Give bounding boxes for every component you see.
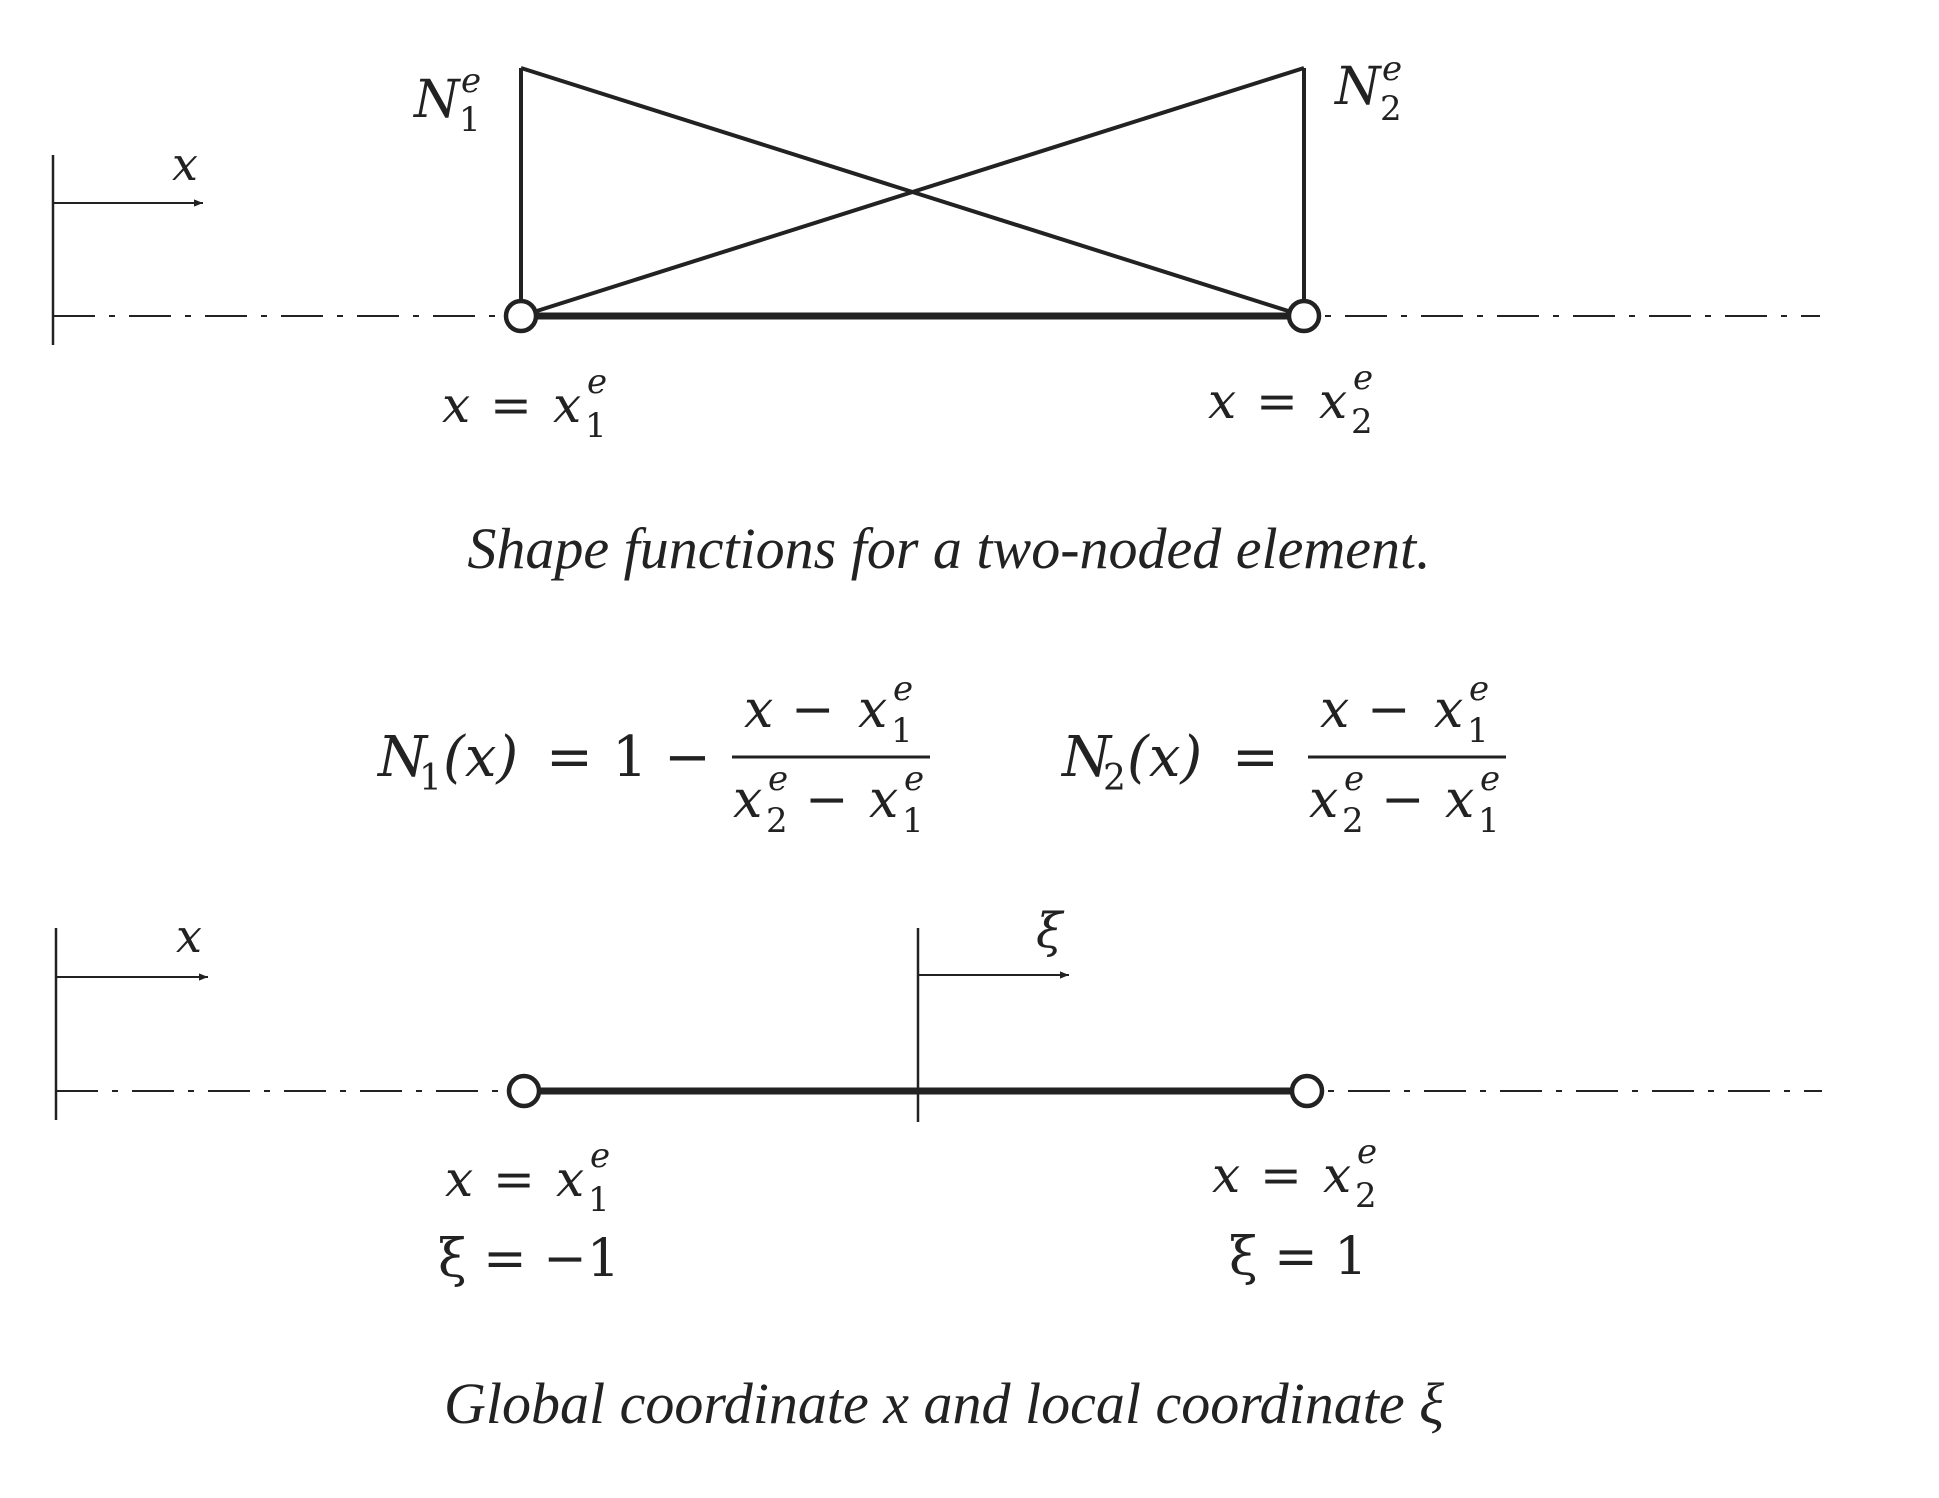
bottom-caption: Global coordinate x and local coordinate… (444, 1371, 1444, 1436)
eq-n2-num-b: x (1434, 680, 1463, 740)
top-node-1-label-sub: 1 (585, 406, 607, 446)
eq-n2-den-op: − (1381, 770, 1425, 830)
shape-fn-2-sup: e (1382, 49, 1402, 89)
eq-n1-num-op: − (791, 680, 835, 740)
top-node-2 (1286, 298, 1322, 334)
top-node-2-label-sub: 2 (1351, 402, 1373, 442)
eq-n2-den-b-sup: e (1480, 759, 1500, 799)
bottom-node-1-label-sub: 1 (588, 1180, 610, 1220)
top-axis-label: x (172, 137, 198, 191)
eq-n1-minus: − (664, 725, 711, 790)
eq-n2-lhs-sub: 2 (1103, 758, 1126, 799)
bottom-node-1-label-eq: = (493, 1150, 535, 1208)
eq-n2-num-b-sub: 1 (1467, 711, 1489, 751)
local-axis-label: ξ (1036, 903, 1065, 959)
eq-n2-num-b-sup: e (1469, 669, 1489, 709)
eq-n1-den-b-sup: e (904, 759, 924, 799)
bottom-node-1-label-base: x (556, 1150, 584, 1208)
eq-n1-lhs-arg: (x) (443, 725, 518, 790)
shape-fn-2-slope (520, 66, 1305, 318)
eq-n2-eq: = (1232, 725, 1279, 790)
eq-n2-lhs-base: N (1060, 725, 1113, 790)
shape-fn-1-sub: 1 (459, 100, 481, 140)
equation-n1: N 1 (x) = 1 − x − x e 1 x e 2 − x e 1 (376, 669, 930, 841)
eq-n1-den-a-sub: 2 (766, 801, 788, 841)
top-node-2-label-lhs: x (1208, 372, 1236, 430)
bottom-node-2-label-sub: 2 (1355, 1176, 1377, 1216)
eq-n1-lhs-base: N (376, 725, 429, 790)
top-node-2-label-sup: e (1353, 358, 1373, 398)
eq-n1-num-b: x (858, 680, 887, 740)
eq-n2-den-a: x (1309, 770, 1338, 830)
equation-n2: N 2 (x) = x − x e 1 x e 2 − x e 1 (1060, 669, 1506, 841)
eq-n1-den-b-sub: 1 (902, 801, 924, 841)
bottom-node-2-label-sup: e (1357, 1132, 1377, 1172)
shape-fn-2-label: N (1333, 57, 1382, 117)
bottom-diagram: x ξ x = x e 1 ξ = −1 x = x e 2 ξ = 1 Glo… (54, 903, 1822, 1436)
eq-n1-eq: = (546, 725, 593, 790)
bottom-node-2-label-lhs: x (1212, 1146, 1240, 1204)
eq-n2-num-a: x (1320, 680, 1349, 740)
top-node-1-label-base: x (553, 376, 581, 434)
eq-n1-den-op: − (805, 770, 849, 830)
eq-n1-num-a: x (744, 680, 773, 740)
top-node-1-label-eq: = (490, 376, 532, 434)
shape-fn-1-sup: e (461, 61, 481, 101)
top-caption: Shape functions for a two-noded element. (467, 516, 1430, 581)
eq-n1-num-b-sub: 1 (891, 711, 913, 751)
top-node-1 (503, 298, 539, 334)
bottom-node-1-label-sup: e (590, 1136, 610, 1176)
eq-n1-lhs-sub: 1 (419, 758, 442, 799)
eq-n1-den-b: x (869, 770, 898, 830)
shape-fn-2-sub: 2 (1380, 89, 1402, 129)
eq-n1-den-a: x (733, 770, 762, 830)
top-diagram: x N e 1 N e 2 x = x e 1 x = x e 2 Shap (51, 49, 1820, 581)
bottom-node-2-local: ξ = 1 (1229, 1227, 1367, 1287)
eq-n1-one: 1 (612, 725, 648, 790)
eq-n2-lhs-arg: (x) (1127, 725, 1202, 790)
bottom-node-2-label-eq: = (1260, 1146, 1302, 1204)
eq-n2-den-b-sub: 1 (1478, 801, 1500, 841)
top-node-1-label-lhs: x (442, 376, 470, 434)
bottom-global-axis-label: x (176, 909, 202, 963)
eq-n1-den-a-sup: e (768, 759, 788, 799)
eq-n2-den-a-sub: 2 (1342, 801, 1364, 841)
eq-n1-num-b-sup: e (893, 669, 913, 709)
bottom-node-2-label-base: x (1323, 1146, 1351, 1204)
eq-n2-num-op: − (1367, 680, 1411, 740)
eq-n2-den-a-sup: e (1344, 759, 1364, 799)
top-node-2-label-base: x (1319, 372, 1347, 430)
bottom-node-2 (1289, 1073, 1325, 1109)
eq-n2-den-b: x (1445, 770, 1474, 830)
top-node-1-label-sup: e (587, 362, 607, 402)
bottom-node-1-local: ξ = −1 (438, 1229, 620, 1289)
bottom-node-1 (506, 1073, 542, 1109)
shape-fn-1-label: N (412, 70, 461, 130)
top-node-2-label-eq: = (1256, 372, 1298, 430)
bottom-node-1-label-lhs: x (445, 1150, 473, 1208)
